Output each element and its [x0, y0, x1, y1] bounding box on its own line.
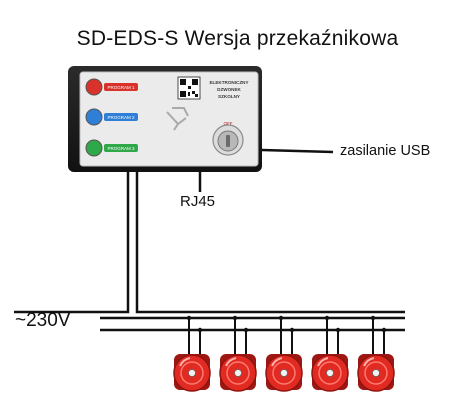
diagram-title: SD-EDS-S Wersja przekaźnikowa [76, 27, 399, 50]
mains-voltage-label: ~230V [15, 310, 71, 331]
bell-logo-icon [166, 107, 189, 131]
usb-power-label: zasilanie USB [340, 143, 431, 159]
program-button-2-label: PROGRAM 2 [107, 115, 135, 120]
wiring [14, 148, 405, 332]
wire-junction [381, 327, 387, 333]
relay-wire-1 [14, 172, 130, 314]
bell-ring [364, 361, 388, 385]
wire-junction [278, 315, 284, 321]
rj45-label: RJ45 [180, 193, 216, 210]
key-switch: OFF [212, 121, 244, 156]
bell-1 [173, 315, 211, 392]
bell-highlight [179, 357, 191, 367]
brand-line-1: ELEKTRONICZNY [209, 80, 248, 85]
wire-junction [289, 327, 295, 333]
brand-text: ELEKTRONICZNY DZWONEK SZKOLNY [209, 80, 248, 99]
bell-hub [280, 369, 288, 377]
bell-4 [311, 315, 349, 392]
program-button-2: PROGRAM 2 [85, 108, 138, 126]
wire-junction [232, 315, 238, 321]
bell-3 [265, 315, 303, 392]
bell-highlight [363, 357, 375, 367]
bell-ring [180, 361, 204, 385]
bell-5 [357, 315, 395, 392]
bell-highlight [317, 357, 329, 367]
bell-ring [272, 361, 296, 385]
bell-hub [188, 369, 196, 377]
wire-junction [197, 327, 203, 333]
program-button-3-label: PROGRAM 3 [107, 146, 135, 151]
wire-junction [186, 315, 192, 321]
wire-junction [324, 315, 330, 321]
bell-2 [219, 315, 257, 392]
relay-wire-2 [135, 172, 405, 314]
bell-ring [318, 361, 342, 385]
bell-hub [234, 369, 242, 377]
bells-group [173, 315, 395, 392]
bell-ring [226, 361, 250, 385]
bell-hub [372, 369, 380, 377]
key-switch-label: OFF [224, 121, 233, 126]
brand-line-3: SZKOLNY [218, 94, 240, 99]
program-button-1-led [85, 78, 103, 96]
usb-cable [261, 148, 334, 154]
program-button-1: PROGRAM 1 [85, 78, 138, 96]
program-button-1-label: PROGRAM 1 [107, 85, 135, 90]
wire-junction [370, 315, 376, 321]
brand-line-2: DZWONEK [217, 87, 241, 92]
program-button-3-led [85, 139, 103, 157]
wire-junction [335, 327, 341, 333]
bell-highlight [271, 357, 283, 367]
program-button-3: PROGRAM 3 [85, 139, 138, 157]
bell-hub [326, 369, 334, 377]
bell-highlight [225, 357, 237, 367]
controller-device: PROGRAM 1 PROGRAM 2 PROGRAM 3 ELEKTRONIC… [68, 66, 262, 172]
program-button-2-led [85, 108, 103, 126]
qr-code [177, 76, 201, 100]
wire-junction [243, 327, 249, 333]
